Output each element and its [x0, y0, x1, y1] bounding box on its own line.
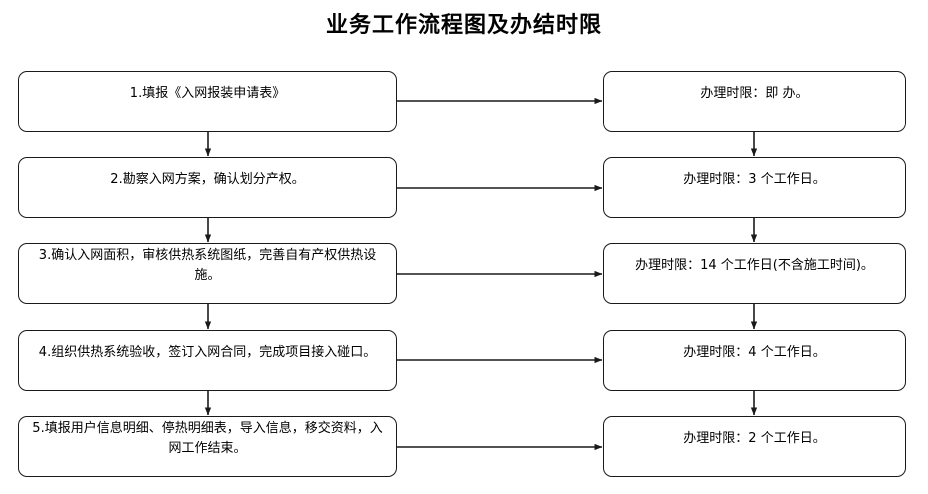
- page-title: 业务工作流程图及办结时限: [325, 12, 602, 38]
- deadline-step-5-label: 办理时限：2 个工作日。: [683, 430, 826, 446]
- deadline-step-5[interactable]: 办理时限：2 个工作日。: [603, 416, 906, 477]
- deadline-step-4-label: 办理时限：4 个工作日。: [683, 344, 826, 360]
- deadline-step-3[interactable]: 办理时限：14 个工作日(不含施工时间)。: [603, 243, 906, 304]
- process-step-3-label: 3.确认入网面积，审核供热系统图纸，完善自有产权供热设施。: [38, 247, 377, 283]
- process-step-1-label: 1.填报《入网报装申请表》: [129, 85, 286, 101]
- deadline-step-2[interactable]: 办理时限：3 个工作日。: [603, 157, 906, 218]
- deadline-step-1-label: 办理时限：即 办。: [700, 85, 809, 101]
- process-step-2-label: 2.勘察入网方案，确认划分产权。: [110, 171, 305, 187]
- deadline-step-2-label: 办理时限：3 个工作日。: [683, 171, 826, 187]
- process-step-4-label: 4.组织供热系统验收，签订入网合同，完成项目接入碰口。: [38, 344, 377, 360]
- process-step-2[interactable]: 2.勘察入网方案，确认划分产权。: [18, 157, 397, 218]
- process-step-3[interactable]: 3.确认入网面积，审核供热系统图纸，完善自有产权供热设施。: [18, 243, 397, 304]
- process-step-4[interactable]: 4.组织供热系统验收，签订入网合同，完成项目接入碰口。: [18, 330, 397, 391]
- deadline-step-1[interactable]: 办理时限：即 办。: [603, 71, 906, 132]
- process-step-1[interactable]: 1.填报《入网报装申请表》: [18, 71, 397, 132]
- process-step-5-label: 5.填报用户信息明细、停热明细表，导入信息，移交资料，入网工作结束。: [32, 420, 383, 456]
- deadline-step-4[interactable]: 办理时限：4 个工作日。: [603, 330, 906, 391]
- deadline-step-3-label: 办理时限：14 个工作日(不含施工时间)。: [635, 257, 874, 273]
- process-step-5[interactable]: 5.填报用户信息明细、停热明细表，导入信息，移交资料，入网工作结束。: [18, 416, 397, 477]
